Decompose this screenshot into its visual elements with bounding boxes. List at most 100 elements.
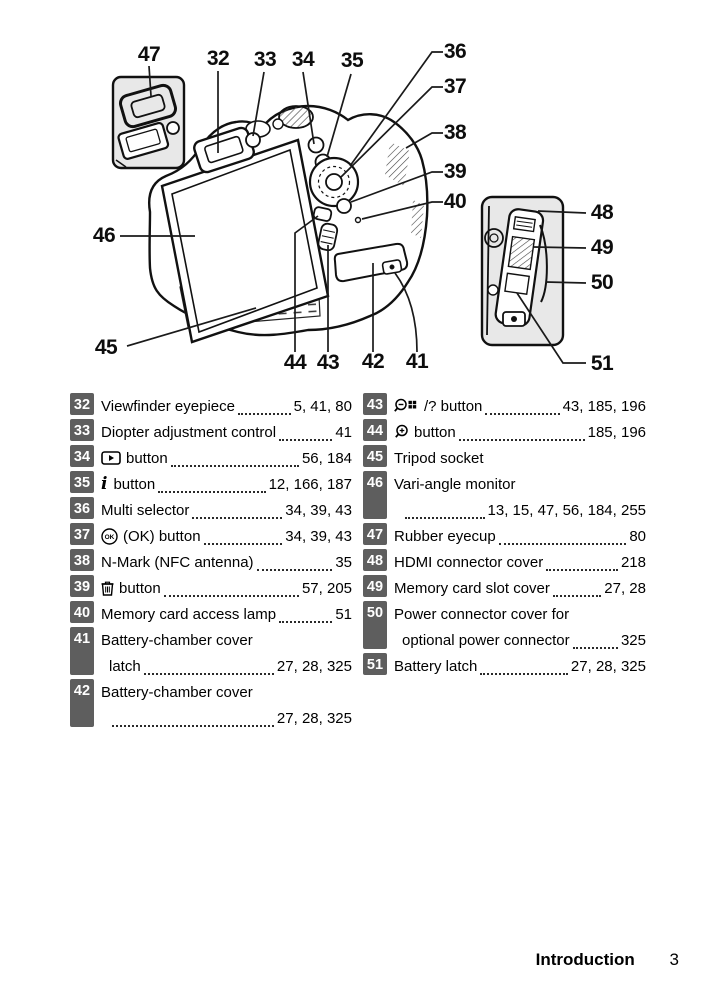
item-pages: 80 bbox=[629, 527, 646, 545]
callout-number-46: 46 bbox=[92, 224, 116, 247]
callout-number-40: 40 bbox=[443, 190, 467, 213]
item-number-badge: 43 bbox=[363, 393, 387, 415]
list-item: 51 Battery latch 27, 28, 325 bbox=[363, 653, 646, 679]
info-button-icon: i bbox=[101, 473, 108, 494]
item-label: button bbox=[414, 423, 456, 441]
list-item: 50 Power connector cover for optional po… bbox=[363, 601, 646, 653]
ok-button-icon: OK bbox=[101, 527, 118, 545]
callout-number-41: 41 bbox=[405, 350, 429, 373]
item-pages: 27, 28, 325 bbox=[276, 709, 352, 727]
callout-number-51: 51 bbox=[590, 352, 614, 375]
item-number-badge: 32 bbox=[70, 393, 94, 415]
dot-leader bbox=[237, 397, 291, 415]
item-label: Multi selector bbox=[101, 501, 190, 519]
battery-chamber-latch bbox=[381, 259, 403, 275]
item-pages: 34, 39, 43 bbox=[285, 527, 352, 545]
parts-list-right-column: 43 /? button 43, 185, 196 44 button bbox=[363, 393, 646, 731]
callout-number-37: 37 bbox=[443, 75, 467, 98]
callout-number-47: 47 bbox=[137, 43, 161, 66]
list-item: 49 Memory card slot cover 27, 28 bbox=[363, 575, 646, 601]
delete-button bbox=[336, 198, 352, 214]
dot-leader bbox=[279, 423, 333, 441]
item-number-badge: 47 bbox=[363, 523, 387, 545]
item-number-badge: 44 bbox=[363, 419, 387, 441]
list-item: 39 button 57, 205 bbox=[70, 575, 352, 601]
item-number-badge: 40 bbox=[70, 601, 94, 623]
list-item: 35 i button 12, 166, 187 bbox=[70, 471, 352, 497]
list-item: 37 OK (OK) button 34, 39, 43 bbox=[70, 523, 352, 549]
callout-number-50: 50 bbox=[590, 271, 614, 294]
dot-leader bbox=[163, 579, 299, 597]
item-pages: 13, 15, 47, 56, 184, 255 bbox=[487, 501, 646, 519]
dot-leader bbox=[572, 631, 618, 649]
dot-leader bbox=[256, 553, 333, 571]
item-label: Diopter adjustment control bbox=[101, 423, 277, 441]
list-item: 46 Vari-angle monitor 13, 15, 47, 56, 18… bbox=[363, 471, 646, 523]
hdmi-connector-cover bbox=[512, 216, 536, 233]
callout-number-38: 38 bbox=[443, 121, 467, 144]
item-label: button bbox=[113, 475, 156, 493]
callout-lines bbox=[120, 51, 587, 364]
list-item: 48 HDMI connector cover 218 bbox=[363, 549, 646, 575]
dot-leader bbox=[112, 709, 274, 727]
list-item: 32 Viewfinder eyepiece 5, 41, 80 bbox=[70, 393, 352, 419]
item-number-badge: 36 bbox=[70, 497, 94, 519]
item-number-badge: 45 bbox=[363, 445, 387, 467]
zoom-out-thumbnail-help-icon bbox=[394, 398, 419, 414]
vari-angle-monitor bbox=[160, 138, 330, 344]
callout-number-36: 36 bbox=[443, 40, 467, 63]
item-pages: 57, 205 bbox=[301, 579, 352, 597]
callout-number-34: 34 bbox=[291, 48, 315, 71]
dot-leader bbox=[458, 423, 585, 441]
svg-text:OK: OK bbox=[105, 534, 115, 541]
item-label: N-Mark (NFC antenna) bbox=[101, 553, 254, 571]
item-pages: 218 bbox=[620, 553, 646, 571]
eyecup-inset bbox=[111, 75, 186, 170]
side-ports-inset bbox=[480, 195, 565, 347]
ok-button bbox=[325, 173, 343, 191]
list-item: 36 Multi selector 34, 39, 43 bbox=[70, 497, 352, 523]
dot-leader bbox=[546, 553, 618, 571]
memory-card-access-lamp bbox=[354, 216, 362, 224]
dot-leader bbox=[485, 397, 560, 415]
callout-number-44: 44 bbox=[283, 351, 307, 374]
item-label: Viewfinder eyepiece bbox=[101, 397, 235, 415]
item-number-badge: 39 bbox=[70, 575, 94, 597]
dot-leader bbox=[480, 657, 568, 675]
dot-leader bbox=[143, 657, 274, 675]
item-pages: 12, 166, 187 bbox=[268, 475, 352, 493]
callout-number-43: 43 bbox=[316, 351, 340, 374]
dot-leader bbox=[552, 579, 602, 597]
item-pages: 27, 28, 325 bbox=[276, 657, 352, 675]
item-number-badge: 35 bbox=[70, 471, 94, 493]
callout-number-33: 33 bbox=[253, 48, 277, 71]
item-label-line2: latch bbox=[109, 657, 141, 675]
list-item: 33 Diopter adjustment control 41 bbox=[70, 419, 352, 445]
item-pages: 34, 39, 43 bbox=[285, 501, 352, 519]
item-pages: 27, 28, 325 bbox=[570, 657, 646, 675]
list-item: 43 /? button 43, 185, 196 bbox=[363, 393, 646, 419]
callout-number-32: 32 bbox=[206, 47, 230, 70]
n-mark-area bbox=[385, 142, 410, 186]
item-label-line2: optional power connector bbox=[402, 631, 570, 649]
item-pages: 51 bbox=[335, 605, 352, 623]
item-number-badge: 33 bbox=[70, 419, 94, 441]
camera-line-art bbox=[111, 51, 587, 364]
camera-body bbox=[148, 104, 429, 344]
item-number-badge: 50 bbox=[363, 601, 387, 649]
item-number-badge: 38 bbox=[70, 549, 94, 571]
rubber-eyecup bbox=[118, 83, 178, 129]
item-number-badge: 46 bbox=[363, 471, 387, 519]
item-pages: 43, 185, 196 bbox=[562, 397, 646, 415]
delete-button-icon bbox=[101, 580, 114, 596]
list-item: 45 Tripod socket bbox=[363, 445, 646, 471]
item-label: Memory card access lamp bbox=[101, 605, 277, 623]
callout-number-45: 45 bbox=[94, 336, 118, 359]
list-item: 38 N-Mark (NFC antenna) 35 bbox=[70, 549, 352, 575]
item-label: Power connector cover for bbox=[394, 605, 570, 623]
dot-leader bbox=[498, 527, 627, 545]
parts-list: 32 Viewfinder eyepiece 5, 41, 80 33 Diop… bbox=[70, 393, 646, 731]
list-item: 47 Rubber eyecup 80 bbox=[363, 523, 646, 549]
callout-number-39: 39 bbox=[443, 160, 467, 183]
